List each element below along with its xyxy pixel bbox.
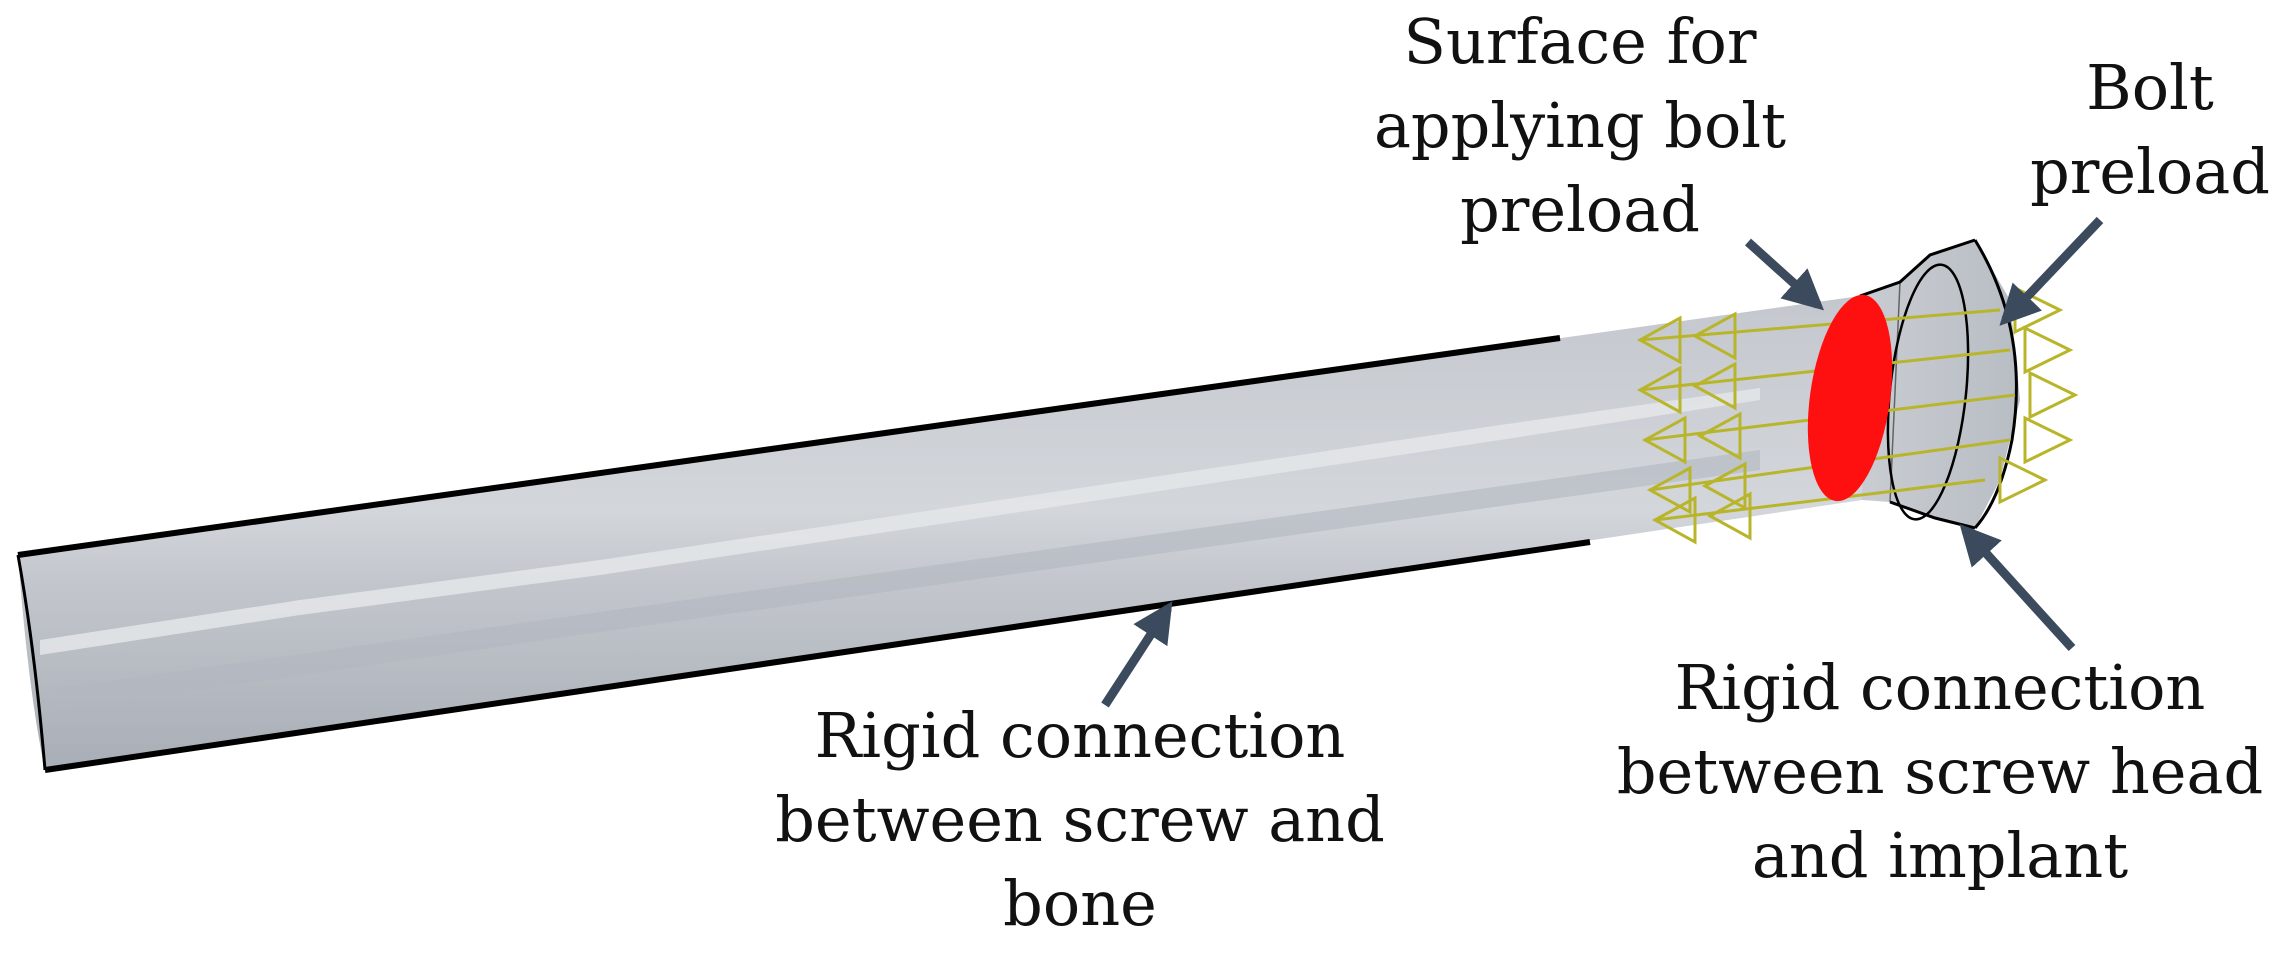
preload-arrow-head [1636,365,1682,415]
preload-arrow-head-right [1998,455,2049,505]
preload-arrow-shaft [1654,478,1986,522]
screw-shaft [18,296,1862,770]
shaft-bottom-edge [44,539,1591,773]
shaft-shadow [45,450,1760,712]
preload-arrow-head [1691,361,1737,411]
pointer-surface [1744,238,1825,311]
preload-arrow-head-right [2013,285,2064,335]
shaft-highlight [40,388,1760,655]
preload-arrow-head [1701,461,1747,511]
label-rigid-head-implant: Rigid connection between screw head and … [1616,651,2264,892]
preload-arrow-head [1651,495,1697,545]
shaft-end-cap [16,554,47,771]
preload-arrow-head-right [2023,325,2074,375]
shaft-top-edge [17,335,1561,558]
preload-surface [1807,294,1893,502]
label-bolt-preload: Bolt preload [2030,51,2270,208]
label-surface-preload: Surface for applying bolt preload [1373,5,1787,246]
preload-arrow-head [1636,315,1682,365]
screw-head-outline [1859,238,1976,298]
pointer-screw-bone [1101,601,1173,708]
preload-arrow-head [1646,465,1692,515]
label-rigid-screw-bone: Rigid connection between screw and bone [775,699,1385,940]
pointer-bolt [1999,216,2104,326]
preload-arrow-head [1696,411,1742,461]
pointer-head-implant [1959,523,2076,652]
preload-arrow-head [1641,415,1687,465]
preload-arrow-head [1706,491,1752,541]
preload-arrow-shaft [1639,308,2001,342]
preload-arrow-head-right [2023,415,2074,465]
preload-arrow-head [1691,311,1737,361]
preload-arrow-head-right [2028,370,2079,420]
